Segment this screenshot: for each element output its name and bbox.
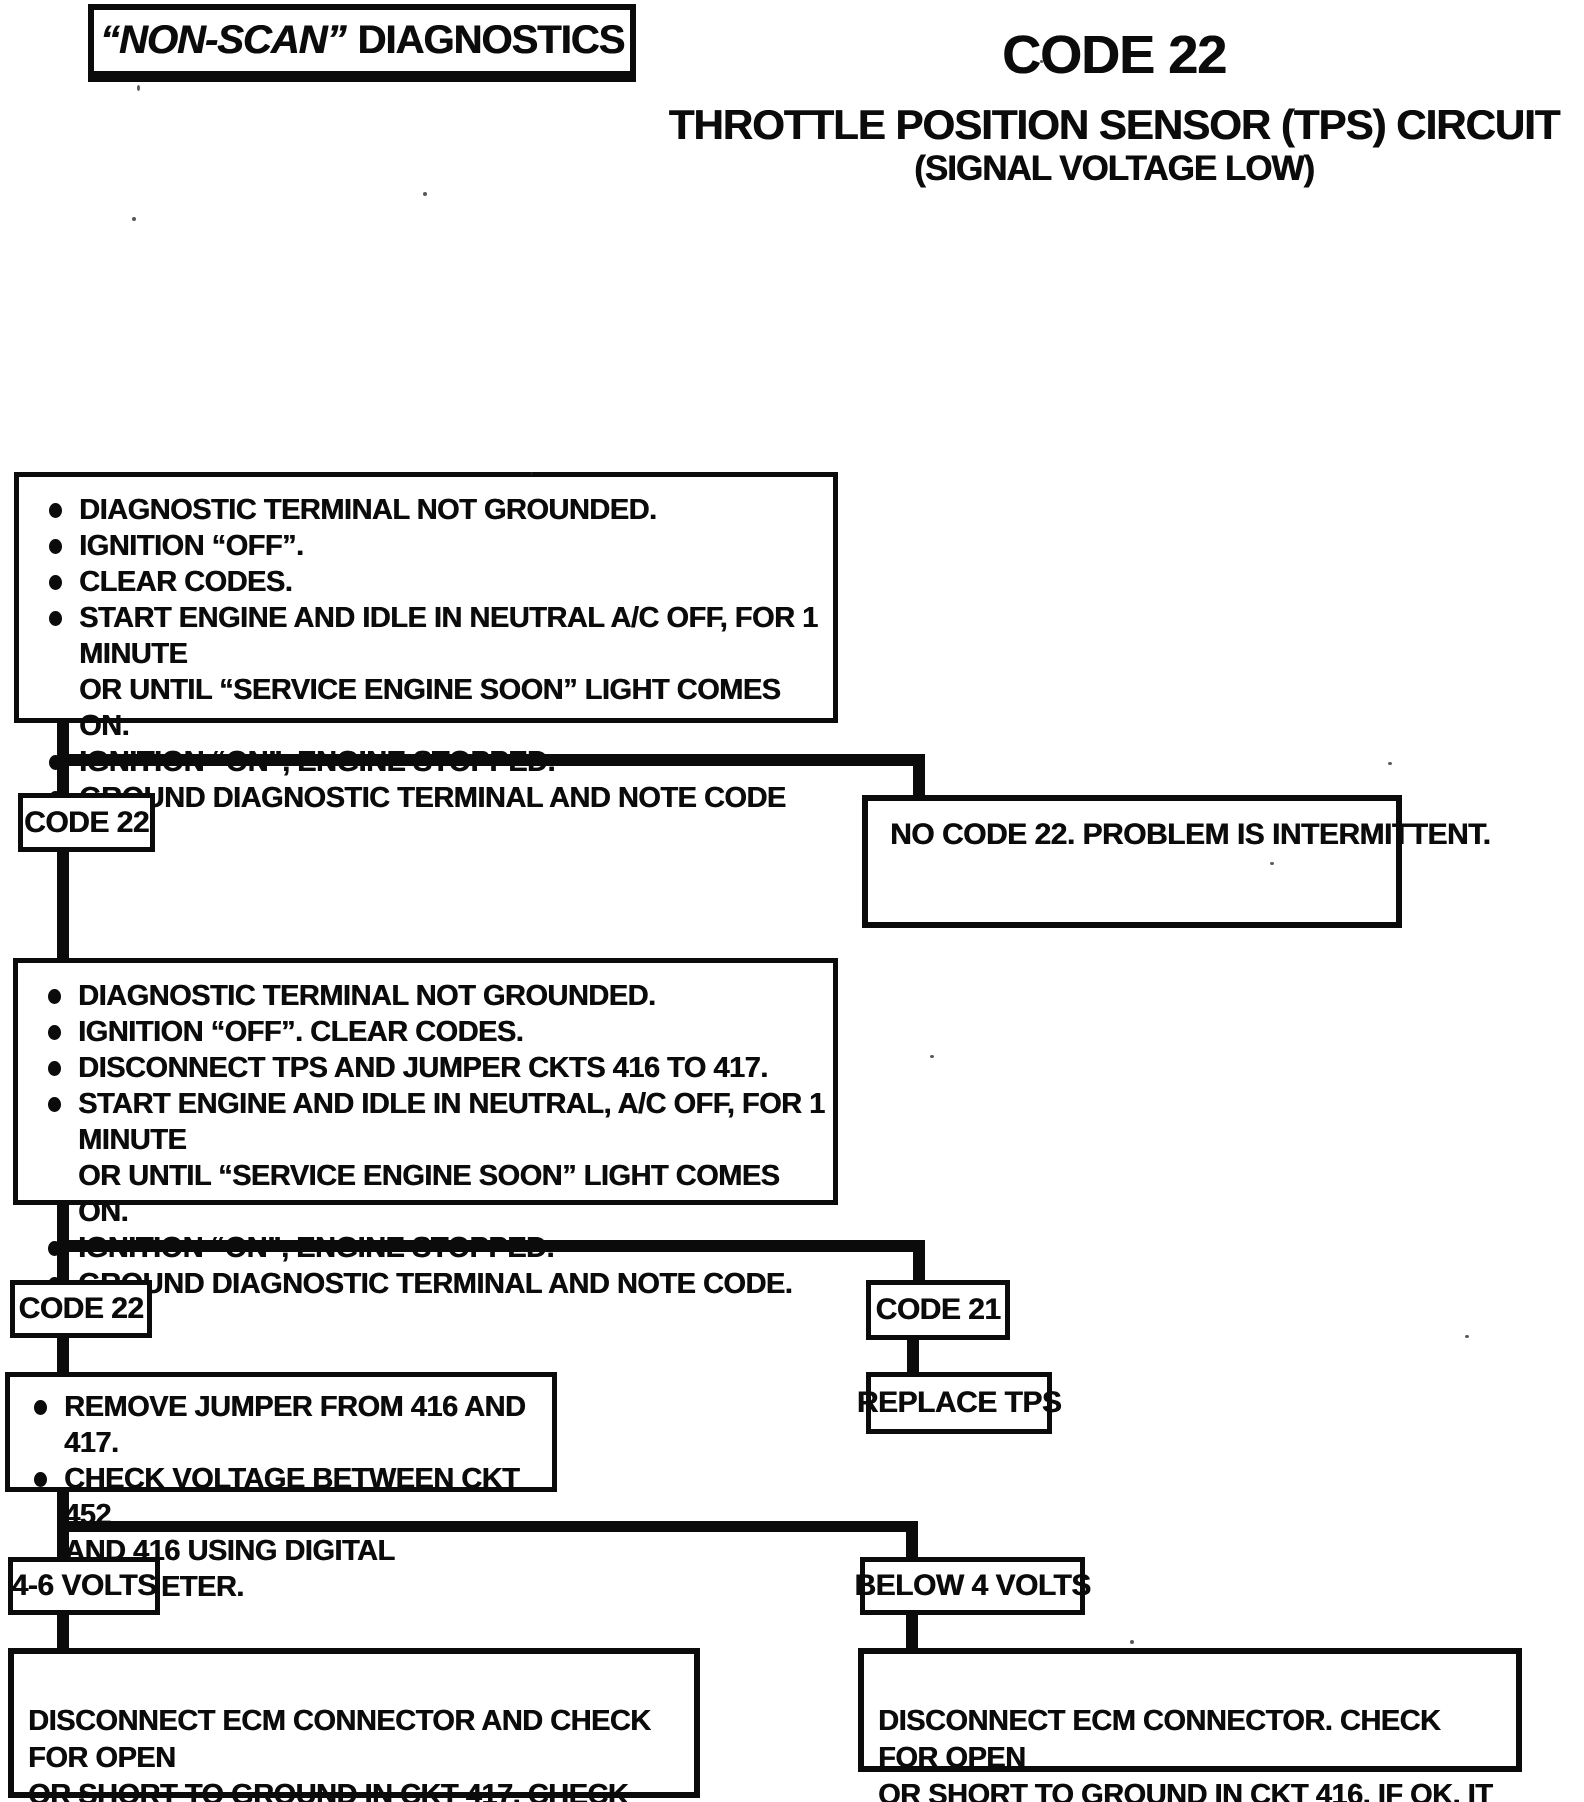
bullet-text: DIAGNOSTIC TERMINAL NOT GROUNDED. bbox=[79, 494, 657, 526]
outcome-text: DISCONNECT ECM CONNECTOR AND CHECK FOR O… bbox=[28, 1705, 651, 1802]
connector-line bbox=[57, 1338, 69, 1376]
bullet-text: START ENGINE AND IDLE IN NEUTRAL, A/C OF… bbox=[78, 1088, 825, 1228]
flow-step-jumper-check: DIAGNOSTIC TERMINAL NOT GROUNDED. IGNITIO… bbox=[13, 958, 838, 1300]
connector-line bbox=[57, 1240, 925, 1252]
connector-line bbox=[57, 754, 925, 766]
node-label: 4-6 VOLTS bbox=[11, 1569, 157, 1602]
bullet-item: DISCONNECT TPS AND JUMPER CKTS 416 TO 41… bbox=[34, 1050, 825, 1086]
scan-artifact bbox=[1465, 1335, 1469, 1338]
bullet-text: IGNITION “OFF”. CLEAR CODES. bbox=[78, 1016, 524, 1048]
page-title: CODE 22 bbox=[1001, 25, 1227, 85]
page-subtitle-2: (SIGNAL VOLTAGE LOW) bbox=[914, 149, 1315, 188]
connector-line bbox=[57, 754, 69, 799]
node-label: NO CODE 22. PROBLEM IS INTERMITTENT. bbox=[890, 818, 1491, 851]
bullet-text: GROUND DIAGNOSTIC TERMINAL AND NOTE CODE… bbox=[78, 1268, 793, 1300]
connector-line bbox=[57, 1521, 918, 1532]
scan-artifact bbox=[530, 472, 533, 475]
bullet-icon bbox=[34, 1050, 78, 1086]
flow-step-initial-check: DIAGNOSTIC TERMINAL NOT GROUNDED. IGNITIO… bbox=[14, 472, 838, 814]
flow-step-voltage-check: REMOVE JUMPER FROM 416 AND 417.CHECK VOL… bbox=[5, 1372, 557, 1603]
flow-node-below-4-volts: BELOW 4 VOLTS bbox=[854, 1557, 1091, 1615]
bullet-icon bbox=[34, 1086, 78, 1122]
bullet-icon bbox=[20, 1461, 64, 1497]
connector-line bbox=[57, 1521, 69, 1561]
badge-quoted-text: “NON-SCAN” bbox=[99, 18, 347, 62]
bullet-item: IGNITION “OFF”. CLEAR CODES. bbox=[34, 1014, 825, 1050]
scan-artifact bbox=[1040, 60, 1043, 63]
scan-artifact bbox=[1388, 762, 1392, 765]
bullet-text: IGNITION “OFF”. bbox=[79, 530, 304, 562]
bullet-icon bbox=[35, 528, 79, 564]
connector-line bbox=[57, 1240, 69, 1284]
badge-rest-text: DIAGNOSTICS bbox=[357, 18, 625, 62]
scan-artifact bbox=[137, 85, 140, 91]
connector-line bbox=[913, 754, 925, 802]
bullet-item: START ENGINE AND IDLE IN NEUTRAL, A/C OF… bbox=[34, 1086, 825, 1230]
flow-node-replace-tps: REPLACE TPS bbox=[857, 1372, 1062, 1434]
bullet-item: REMOVE JUMPER FROM 416 AND 417. bbox=[20, 1389, 548, 1461]
bullet-icon bbox=[35, 492, 79, 528]
connector-line bbox=[57, 852, 69, 962]
connector-line bbox=[907, 1340, 919, 1376]
node-label: CODE 21 bbox=[875, 1293, 1001, 1326]
bullet-text: REMOVE JUMPER FROM 416 AND 417. bbox=[64, 1391, 526, 1459]
page-title-block: CODE 22 THROTTLE POSITION SENSOR (TPS) C… bbox=[644, 26, 1584, 188]
node-label: BELOW 4 VOLTS bbox=[854, 1569, 1091, 1602]
node-label: CODE 22 bbox=[24, 805, 149, 839]
connector-line bbox=[57, 1615, 69, 1652]
connector-line bbox=[913, 1240, 925, 1284]
flow-node-no-code-22: NO CODE 22. PROBLEM IS INTERMITTENT. bbox=[862, 795, 1491, 928]
outcome-text: DISCONNECT ECM CONNECTOR. CHECK FOR OPEN… bbox=[878, 1705, 1493, 1802]
bullet-icon bbox=[35, 600, 79, 636]
scan-artifact bbox=[1270, 862, 1274, 865]
bullet-item: CLEAR CODES. bbox=[35, 564, 825, 600]
bullet-text: CLEAR CODES. bbox=[79, 566, 293, 598]
connector-line bbox=[906, 1521, 918, 1561]
flow-node-code-22-second: CODE 22 bbox=[10, 1280, 152, 1338]
node-label: CODE 22 bbox=[18, 1292, 144, 1325]
non-scan-diagnostics-badge: “NON-SCAN” DIAGNOSTICS bbox=[88, 4, 636, 82]
scan-artifact bbox=[1130, 1640, 1134, 1644]
scan-artifact bbox=[132, 217, 136, 221]
bullet-item: GROUND DIAGNOSTIC TERMINAL AND NOTE CODE… bbox=[34, 1266, 825, 1302]
scan-artifact bbox=[423, 192, 427, 196]
bullet-item: DIAGNOSTIC TERMINAL NOT GROUNDED. bbox=[35, 492, 825, 528]
flow-node-code-22-first: CODE 22 bbox=[18, 793, 155, 852]
page-subtitle: THROTTLE POSITION SENSOR (TPS) CIRCUIT bbox=[668, 101, 1561, 148]
bullet-item: IGNITION “OFF”. bbox=[35, 528, 825, 564]
flow-outcome-ckt-417: DISCONNECT ECM CONNECTOR AND CHECK FOR O… bbox=[8, 1648, 700, 1802]
flow-outcome-ckt-416: DISCONNECT ECM CONNECTOR. CHECK FOR OPEN… bbox=[858, 1648, 1522, 1802]
node-label: REPLACE TPS bbox=[856, 1386, 1062, 1419]
bullet-text: DISCONNECT TPS AND JUMPER CKTS 416 TO 41… bbox=[78, 1052, 768, 1084]
bullet-item: DIAGNOSTIC TERMINAL NOT GROUNDED. bbox=[34, 978, 825, 1014]
flow-node-code-21: CODE 21 bbox=[866, 1280, 1010, 1340]
bullet-item: GROUND DIAGNOSTIC TERMINAL AND NOTE CODE bbox=[35, 780, 825, 816]
bullet-icon bbox=[34, 1014, 78, 1050]
connector-line bbox=[906, 1615, 918, 1652]
bullet-icon bbox=[20, 1389, 64, 1425]
bullet-text: DIAGNOSTIC TERMINAL NOT GROUNDED. bbox=[78, 980, 656, 1012]
bullet-icon bbox=[35, 564, 79, 600]
scan-artifact bbox=[930, 1055, 934, 1058]
bullet-text: START ENGINE AND IDLE IN NEUTRAL A/C OFF… bbox=[79, 602, 818, 742]
bullet-item: START ENGINE AND IDLE IN NEUTRAL A/C OFF… bbox=[35, 600, 825, 744]
bullet-icon bbox=[34, 978, 78, 1014]
bullet-text: GROUND DIAGNOSTIC TERMINAL AND NOTE CODE bbox=[79, 782, 786, 814]
flow-node-4-6-volts: 4-6 VOLTS bbox=[8, 1557, 160, 1615]
